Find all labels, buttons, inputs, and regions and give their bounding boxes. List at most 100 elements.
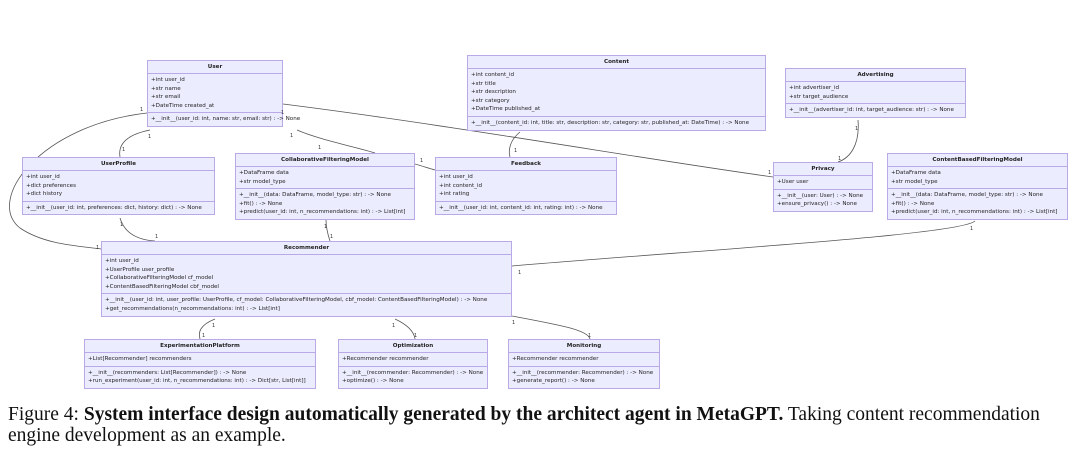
class-attribute: +List[Recommender] recommenders bbox=[88, 356, 192, 362]
class-method: +__init__(advertiser_id: int, target_aud… bbox=[789, 107, 954, 114]
caption-text: Taking content recommendation engine dev… bbox=[8, 404, 1040, 446]
class-attribute: +str title bbox=[471, 80, 496, 87]
class-box-feedback: Feedback+int user_id+int content_id+int … bbox=[435, 157, 617, 216]
class-attributes: +int content_id+str title+str descriptio… bbox=[468, 69, 765, 116]
class-box-collaborative-filtering-model: CollaborativeFilteringModel+DataFrame da… bbox=[235, 153, 415, 220]
class-attributes: +DataFrame data +str model_type bbox=[236, 167, 414, 188]
class-attribute: +DateTime published_at bbox=[471, 106, 541, 113]
class-attribute: +str model_type bbox=[239, 178, 286, 185]
association-line bbox=[511, 220, 976, 267]
class-attributes: +int advertiser_id +str target_audience bbox=[786, 82, 965, 103]
class-method: +generate_report() : -> None bbox=[512, 378, 595, 385]
class-methods: +__init__(recommenders: List[Recommender… bbox=[85, 365, 315, 388]
class-attribute: +DateTime created_at bbox=[151, 102, 215, 109]
class-attribute: +Recommender recommender bbox=[512, 356, 599, 362]
multiplicity-label: 1 bbox=[768, 170, 772, 176]
class-name: User bbox=[148, 61, 282, 74]
multiplicity-label: 1 bbox=[148, 134, 152, 140]
multiplicity-label: 1 bbox=[96, 245, 100, 251]
class-attribute: +int user_id bbox=[26, 174, 60, 180]
class-box-privacy: Privacy +User user +__init__(user: User) :… bbox=[773, 162, 873, 212]
association-line bbox=[325, 219, 331, 242]
class-attributes: +int user_id+str name+str email+DateTime… bbox=[148, 74, 282, 112]
class-methods: +__init__(data: DataFrame, model_type: s… bbox=[236, 188, 414, 219]
class-attribute: +Recommender recommender bbox=[342, 356, 429, 362]
class-method: +__init__(content_id: int, title: str, d… bbox=[471, 119, 750, 126]
class-attribute: +DataFrame data bbox=[891, 170, 941, 176]
class-attribute: +int user_id bbox=[151, 77, 185, 83]
class-method: +get_recommendations(n_recommendations: … bbox=[105, 305, 280, 312]
multiplicity-label: 1 bbox=[420, 158, 424, 164]
association-line bbox=[282, 103, 774, 178]
class-methods: +__init__(data: DataFrame, model_type: s… bbox=[888, 188, 1067, 219]
class-attribute: +str category bbox=[471, 97, 510, 104]
association-line bbox=[837, 119, 859, 163]
association-line bbox=[9, 112, 148, 250]
class-box-content: Content+int content_id+str title+str des… bbox=[467, 55, 766, 131]
multiplicity-label: 1 bbox=[970, 226, 974, 232]
class-attributes: +User user bbox=[774, 176, 872, 189]
class-attribute: +int user_id bbox=[105, 258, 139, 264]
class-box-optimization: Optimization +Recommender recommender +__i… bbox=[338, 339, 488, 389]
class-attribute: +ContentBasedFilteringModel cbf_model bbox=[105, 283, 219, 290]
class-attribute: +User user bbox=[777, 179, 809, 185]
class-attribute: +str name bbox=[151, 85, 181, 92]
multiplicity-label: 1 bbox=[512, 320, 516, 326]
class-attributes: +DataFrame data+str model_type bbox=[888, 167, 1067, 188]
multiplicity-label: 1 bbox=[392, 323, 396, 329]
multiplicity-label: 1 bbox=[514, 148, 518, 154]
class-method: +fit() : -> None bbox=[239, 200, 283, 207]
class-method: +__init__(recommender: Recommender) : ->… bbox=[342, 369, 484, 376]
class-methods: +__init__(recommender: Recommender) : ->… bbox=[509, 365, 659, 388]
class-method: +__init__(data: DataFrame, model_type: s… bbox=[239, 192, 391, 199]
class-name: Optimization bbox=[339, 340, 487, 353]
class-name: Privacy bbox=[774, 163, 872, 176]
class-attributes: +int user_id+int content_id+int rating bbox=[436, 171, 616, 201]
class-attribute: +DataFrame data bbox=[239, 170, 289, 176]
class-method: +run_experiment(user_id: int, n_recommen… bbox=[88, 378, 306, 385]
class-name: UserProfile bbox=[23, 158, 214, 171]
class-box-user: User+int user_id+str name+str email+Date… bbox=[147, 60, 301, 127]
multiplicity-label: 1 bbox=[155, 234, 159, 240]
multiplicity-label: 1 bbox=[414, 333, 418, 339]
class-methods: +__init__(content_id: int, title: str, d… bbox=[468, 115, 765, 130]
multiplicity-label: 1 bbox=[120, 222, 124, 228]
multiplicity-label: 1 bbox=[290, 133, 294, 139]
class-attribute: +int advertiser_id bbox=[789, 85, 840, 91]
association-line bbox=[119, 217, 156, 242]
class-box-user-profile: UserProfile+int user_id+dict preferences… bbox=[22, 157, 215, 216]
multiplicity-label: 1 bbox=[838, 156, 842, 162]
class-attribute: +UserProfile user_profile bbox=[105, 266, 175, 273]
class-method: +ensure_privacy() : -> None bbox=[777, 201, 857, 208]
association-links bbox=[9, 103, 976, 340]
caption-label: Figure 4: bbox=[8, 404, 84, 425]
class-attributes: +Recommender recommender bbox=[339, 353, 487, 366]
class-name: ContentBasedFilteringModel bbox=[888, 154, 1067, 167]
multiplicity-label: 1 bbox=[855, 126, 859, 132]
class-method: +predict(user_id: int, n_recommendations… bbox=[239, 209, 406, 216]
class-attributes: +List[Recommender] recommenders bbox=[85, 353, 315, 366]
class-method: +__init__(data: DataFrame, model_type: s… bbox=[891, 192, 1043, 199]
class-method: +fit() : -> None bbox=[891, 200, 935, 207]
class-attribute: +CollaborativeFilteringModel cf_model bbox=[105, 275, 214, 282]
multiplicity-label: 1 bbox=[202, 333, 206, 339]
class-name: CollaborativeFilteringModel bbox=[236, 154, 414, 167]
class-name: ExperimentationPlatform bbox=[85, 340, 315, 353]
multiplicity-label: 1 bbox=[281, 110, 285, 116]
class-methods: +__init__(user_id: int, content_id: int,… bbox=[436, 200, 616, 215]
class-method: +__init__(user_id: int, name: str, email… bbox=[151, 116, 301, 123]
class-method: +__init__(user_id: int, user_profile: Us… bbox=[105, 297, 488, 304]
class-attribute: +int content_id bbox=[471, 72, 515, 78]
class-attribute: +int user_id bbox=[439, 174, 473, 180]
class-method: +__init__(recommenders: List[Recommender… bbox=[88, 369, 247, 376]
class-attributes: +Recommender recommender bbox=[509, 353, 659, 366]
association-line bbox=[414, 163, 436, 171]
class-box-recommender: Recommender+int user_id+UserProfile user… bbox=[101, 241, 512, 317]
multiplicity-label: 1 bbox=[318, 145, 322, 151]
caption-bold: System interface design automatically ge… bbox=[83, 404, 784, 425]
multiplicity-label: 1 bbox=[122, 147, 126, 153]
class-attribute: +str target_audience bbox=[789, 93, 849, 100]
class-method: +__init__(user: User) : -> None bbox=[777, 192, 864, 199]
class-attributes: +int user_id +UserProfile user_profile +Co… bbox=[102, 255, 511, 293]
